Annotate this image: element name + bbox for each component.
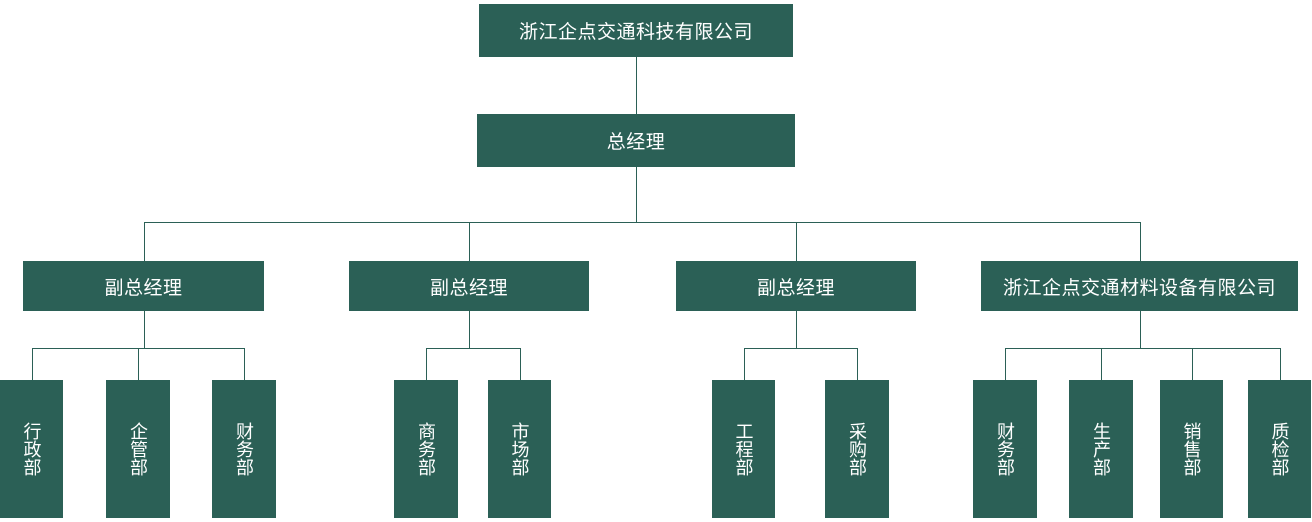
org-node-deputy-gm-3: 副总经理 bbox=[676, 261, 916, 311]
org-node-general-manager: 总经理 bbox=[477, 114, 795, 167]
connector-line bbox=[1192, 348, 1193, 380]
org-node-dept-commerce: 商务部 bbox=[394, 380, 458, 518]
org-node-company-hq: 浙江企点交通科技有限公司 bbox=[479, 4, 793, 57]
org-node-subsidiary-company: 浙江企点交通材料设备有限公司 bbox=[981, 261, 1298, 311]
connector-line bbox=[636, 85, 637, 114]
connector-line bbox=[1101, 348, 1102, 380]
connector-line bbox=[796, 311, 797, 348]
org-node-dept-sales: 销售部 bbox=[1160, 380, 1223, 518]
org-node-dept-production: 生产部 bbox=[1069, 380, 1133, 518]
connector-line bbox=[744, 348, 745, 380]
connector-line bbox=[796, 222, 797, 261]
connector-line bbox=[857, 348, 858, 380]
connector-line bbox=[1280, 348, 1281, 380]
connector-line bbox=[144, 222, 145, 261]
connector-line bbox=[469, 222, 470, 261]
connector-line bbox=[1140, 311, 1141, 348]
org-node-dept-finance-2: 财务部 bbox=[973, 380, 1037, 518]
connector-line bbox=[144, 222, 1141, 223]
org-node-dept-procurement: 采购部 bbox=[825, 380, 889, 518]
connector-line bbox=[1005, 348, 1281, 349]
connector-line bbox=[426, 348, 427, 380]
connector-line bbox=[426, 348, 521, 349]
connector-line bbox=[1140, 222, 1141, 261]
connector-line bbox=[138, 348, 139, 380]
org-node-dept-enterprise-mgmt: 企管部 bbox=[106, 380, 170, 518]
connector-line bbox=[244, 348, 245, 380]
org-node-dept-market: 市场部 bbox=[488, 380, 551, 518]
org-node-dept-finance-1: 财务部 bbox=[212, 380, 276, 518]
org-node-dept-engineering: 工程部 bbox=[712, 380, 775, 518]
connector-line bbox=[1005, 348, 1006, 380]
org-node-dept-quality: 质检部 bbox=[1248, 380, 1311, 518]
connector-line bbox=[32, 348, 33, 380]
connector-line bbox=[636, 167, 637, 222]
org-node-deputy-gm-2: 副总经理 bbox=[349, 261, 589, 311]
org-node-dept-admin: 行政部 bbox=[0, 380, 63, 518]
connector-line bbox=[469, 311, 470, 348]
connector-line bbox=[744, 348, 858, 349]
connector-line bbox=[144, 311, 145, 348]
connector-line bbox=[520, 348, 521, 380]
org-node-deputy-gm-1: 副总经理 bbox=[23, 261, 264, 311]
connector-line bbox=[636, 57, 637, 85]
